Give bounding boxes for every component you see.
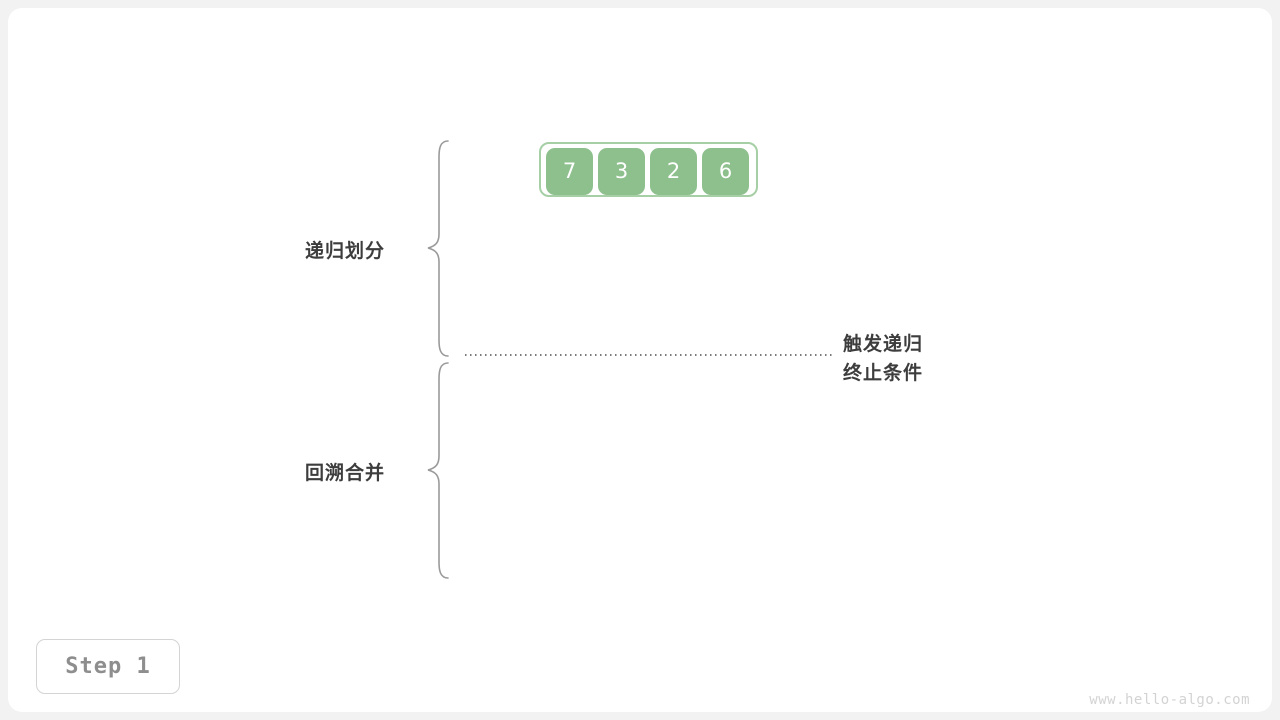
- array-cell: 3: [598, 148, 645, 195]
- divide-brace-icon: [424, 138, 450, 360]
- termination-note-line-2: 终止条件: [843, 362, 924, 384]
- step-badge: Step 1: [36, 639, 180, 694]
- recursion-boundary-divider: [465, 354, 833, 356]
- watermark: www.hello-algo.com: [1089, 692, 1250, 708]
- section-label-merge: 回溯合并: [305, 462, 386, 484]
- input-array: 7 3 2 6: [539, 142, 758, 197]
- section-label-divide: 递归划分: [305, 240, 386, 262]
- array-cell: 6: [702, 148, 749, 195]
- array-cell: 2: [650, 148, 697, 195]
- termination-note-line-1: 触发递归: [843, 333, 924, 355]
- array-cells: 7 3 2 6: [546, 148, 749, 195]
- array-cell: 7: [546, 148, 593, 195]
- merge-brace-icon: [424, 360, 450, 582]
- diagram-card: [8, 8, 1272, 712]
- termination-note: 触发递归 终止条件: [843, 330, 923, 388]
